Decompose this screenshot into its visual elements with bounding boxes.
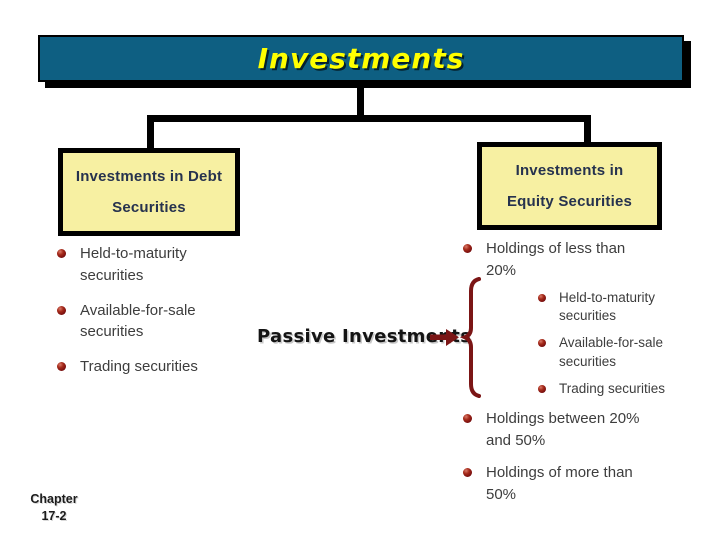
bullet-icon	[57, 249, 66, 258]
equity-securities-box: Investments in Equity Securities	[477, 142, 662, 230]
connector-right-drop	[584, 115, 591, 147]
slide-title: Investments	[257, 42, 465, 75]
bullet-icon	[463, 468, 472, 478]
list-item-label: Available-for-sale securities	[80, 301, 196, 341]
list-item: Trading securities	[538, 380, 718, 399]
chapter-number: 17-2	[41, 508, 67, 523]
list-item-label: Holdings of more than 50%	[486, 464, 633, 504]
bullet-icon	[57, 305, 66, 315]
list-item-label: Holdings of less than 20%	[486, 240, 626, 279]
chapter-footer: Chapter 17-2	[24, 491, 84, 525]
list-item-label: Held-to-maturity securities	[559, 289, 656, 324]
list-item: Holdings of more than 50%	[463, 462, 718, 506]
bullet-icon	[538, 339, 546, 348]
passive-sub-list: Held-to-maturity securities Available-fo…	[538, 289, 718, 399]
bullet-icon	[57, 362, 66, 371]
list-item-label: Holdings between 20% and 50%	[486, 409, 640, 449]
debt-securities-box: Investments in Debt Securities	[58, 148, 240, 236]
chapter-label: Chapter	[30, 492, 78, 506]
list-item-label: Held-to-maturity securities	[80, 245, 187, 284]
bullet-icon	[538, 385, 546, 394]
list-item: Held-to-maturity securities	[57, 243, 257, 287]
arrow-brace-graphic	[430, 277, 481, 398]
list-item-label: Available-for-sale securities	[559, 335, 664, 370]
connector-horizontal	[147, 115, 591, 122]
bullet-icon	[463, 413, 472, 423]
bullet-icon	[538, 293, 546, 302]
bullet-icon	[463, 244, 472, 253]
list-item: Holdings between 20% and 50%	[463, 408, 718, 452]
list-item: Held-to-maturity securities	[538, 289, 718, 327]
curly-brace-icon	[459, 277, 481, 398]
debt-bullet-list: Held-to-maturity securities Available-fo…	[57, 243, 257, 391]
list-item-label: Trading securities	[559, 381, 666, 397]
connector-left-drop	[147, 115, 154, 153]
list-item: Available-for-sale securities	[538, 334, 718, 372]
debt-box-line1: Investments in Debt	[75, 167, 223, 185]
connector-title-stem	[357, 82, 364, 119]
list-item: Holdings of less than 20%	[463, 238, 718, 282]
debt-box-line2: Securities	[112, 199, 186, 216]
equity-box-line1: Investments in	[515, 161, 624, 179]
list-item: Available-for-sale securities	[57, 300, 257, 344]
equity-box-line2: Equity Securities	[506, 193, 633, 210]
right-arrow-icon	[430, 329, 459, 346]
list-item: Trading securities	[57, 356, 257, 378]
list-item-label: Trading securities	[80, 358, 198, 375]
title-bar: Investments	[38, 35, 684, 82]
equity-bullet-list: Holdings of less than 20% Held-to-maturi…	[463, 238, 718, 506]
passive-investments-label: Passive Investments	[257, 326, 472, 347]
